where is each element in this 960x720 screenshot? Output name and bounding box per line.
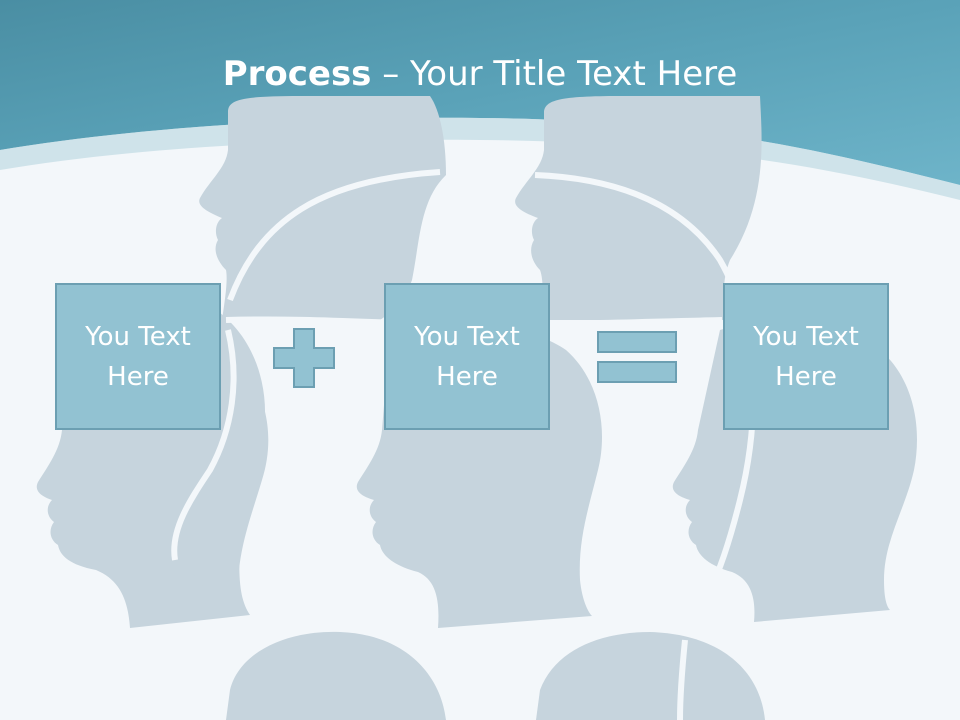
head-silhouette-top-right	[515, 96, 762, 320]
title-rest: – Your Title Text Here	[371, 54, 738, 94]
head-silhouette-top-left	[199, 96, 446, 320]
process-box-1-text: You Text Here	[85, 321, 191, 392]
head-silhouette-bottom-partial-right	[536, 632, 765, 720]
page-title: Process – Your Title Text Here	[0, 52, 960, 96]
title-bold: Process	[222, 54, 372, 94]
head-silhouette-profile-left	[171, 360, 269, 612]
process-box-2[interactable]: You Text Here	[384, 283, 550, 430]
plus-icon	[273, 328, 335, 388]
header-band	[0, 0, 960, 185]
head-silhouette-bottom-partial-left	[226, 631, 446, 720]
process-box-3[interactable]: You Text Here	[723, 283, 889, 430]
process-box-1[interactable]: You Text Here	[55, 283, 221, 430]
process-box-3-text: You Text Here	[753, 321, 859, 392]
equals-icon	[597, 331, 677, 383]
process-box-2-text: You Text Here	[414, 321, 520, 392]
